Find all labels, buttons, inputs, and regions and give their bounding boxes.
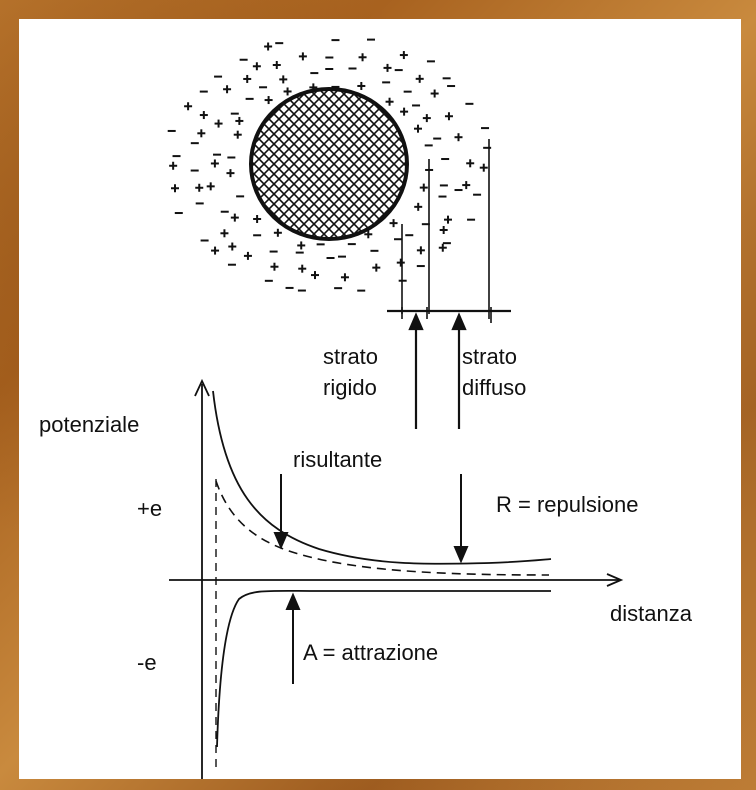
plus-e-label: +e	[137, 496, 162, 521]
attraction-curve	[217, 591, 551, 747]
layer-arrows	[410, 315, 465, 429]
risultante-label: risultante	[293, 447, 382, 472]
strato-rigido-line2: rigido	[323, 375, 377, 400]
diffuse-arrow-head	[453, 315, 465, 329]
diagram-panel: strato rigido strato diffuso potenziale …	[19, 19, 741, 779]
distanza-label: distanza	[610, 601, 693, 626]
rigid-arrow-head	[410, 315, 422, 329]
minus-e-label: -e	[137, 650, 157, 675]
risultante-arrow-head	[275, 533, 287, 547]
potenziale-label: potenziale	[39, 412, 139, 437]
attrazione-arrow-head	[287, 595, 299, 609]
repulsion-curve	[213, 391, 551, 564]
strato-diffuso-line2: diffuso	[462, 375, 526, 400]
colloidal-particle	[251, 89, 407, 239]
double-layer-diagram: strato rigido strato diffuso potenziale …	[19, 19, 741, 779]
axes	[169, 381, 621, 779]
attrazione-label: A = attrazione	[303, 640, 438, 665]
strato-rigido-line1: strato	[323, 344, 378, 369]
repulsione-label: R = repulsione	[496, 492, 638, 517]
particle-group	[168, 40, 491, 291]
repulsione-arrow-head	[455, 547, 467, 561]
strato-diffuso-line1: strato	[462, 344, 517, 369]
